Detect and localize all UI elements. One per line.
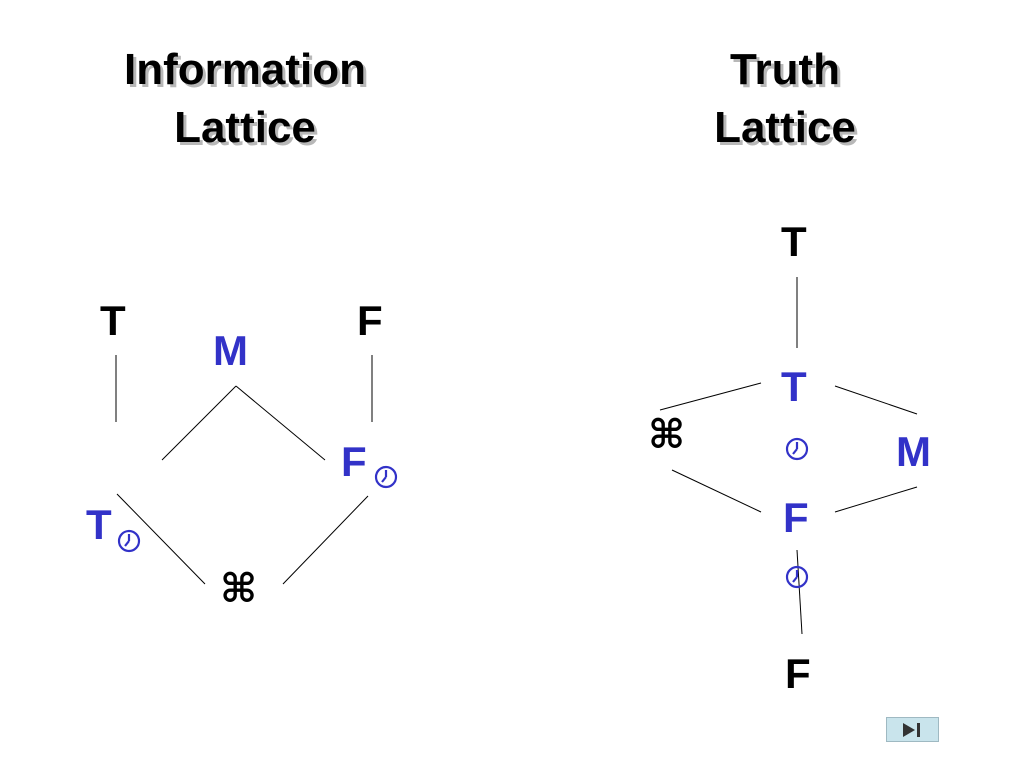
- edge-F-bottom: [796, 549, 803, 635]
- clock-icon: [785, 437, 809, 461]
- info-node-T-sub: T: [86, 501, 141, 553]
- info-node-bottom-command-symbol: ⌘: [220, 566, 258, 612]
- title-line: Truth: [730, 45, 840, 94]
- edge-T-cmd: [659, 382, 762, 411]
- truth-node-T: T: [781, 363, 807, 410]
- next-slide-button[interactable]: [886, 717, 939, 742]
- node-label: F: [341, 438, 367, 485]
- info-node-F-sub: F: [341, 438, 398, 489]
- edge-M-right: [235, 385, 326, 461]
- clock-icon: [117, 529, 141, 553]
- clock-icon: [374, 465, 398, 489]
- node-label: T: [86, 501, 112, 548]
- info-node-M: M: [213, 327, 248, 374]
- edge-Fsub-bottom: [282, 495, 369, 585]
- next-slide-icon: [902, 722, 920, 737]
- truth-node-F: F: [783, 494, 809, 541]
- title-line: Lattice: [714, 103, 856, 152]
- truth-lattice-title: Truth Lattice: [640, 41, 930, 157]
- edge-M-left: [161, 385, 237, 461]
- information-lattice-title: Information Lattice: [80, 41, 410, 157]
- edge-Tsub-bottom: [116, 493, 206, 585]
- info-node-F: F: [357, 297, 383, 344]
- info-node-T: T: [100, 297, 126, 344]
- truth-node-bottom-F: F: [785, 650, 811, 697]
- title-line: Information: [124, 45, 366, 94]
- edge-cmd-F: [671, 469, 762, 513]
- clock-icon: [785, 565, 809, 589]
- truth-node-top-T: T: [781, 218, 807, 265]
- truth-node-M: M: [896, 428, 931, 475]
- title-line: Lattice: [174, 103, 316, 152]
- edge-T-M: [834, 385, 918, 415]
- truth-node-command-symbol: ⌘: [648, 412, 686, 458]
- edge-M-F: [834, 486, 918, 513]
